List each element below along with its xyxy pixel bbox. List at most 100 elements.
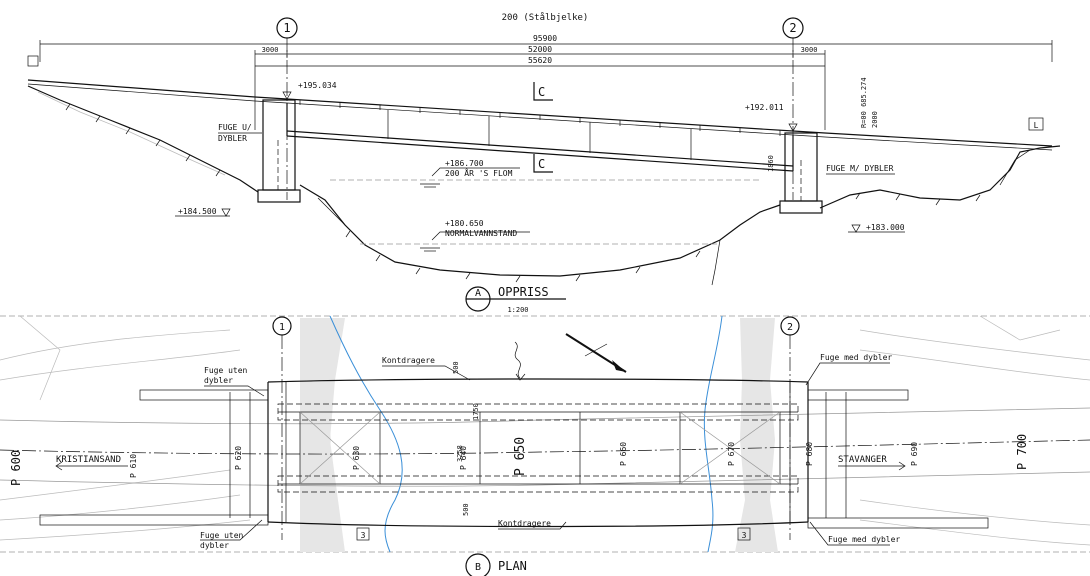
chainage-p670: P 670 — [727, 442, 736, 466]
svg-text:dybler: dybler — [200, 541, 229, 550]
svg-text:FUGE M/ DYBLER: FUGE M/ DYBLER — [826, 164, 894, 173]
svg-text:1: 1 — [279, 322, 285, 333]
svg-text:OPPRISS: OPPRISS — [498, 285, 549, 299]
svg-text:KRISTIANSAND: KRISTIANSAND — [56, 455, 121, 465]
river-bank-left — [329, 315, 403, 553]
svg-text:55620: 55620 — [528, 56, 552, 65]
svg-text:dybler: dybler — [204, 376, 233, 385]
note-kontdragere-top: Kontdragere — [382, 356, 471, 381]
box-3-left: 3 — [356, 527, 370, 541]
joint-note-left: FUGE U/ DYBLER — [218, 123, 262, 143]
level-right-deck: +192.011 — [745, 103, 798, 132]
svg-text:FUGE U/: FUGE U/ — [218, 123, 252, 132]
svg-text:B: B — [475, 562, 481, 573]
bank-hatch-right — [735, 318, 778, 552]
note-fuge-med-top: Fuge med dybler — [805, 353, 892, 386]
svg-text:A: A — [475, 288, 481, 299]
svg-text:Fuge uten: Fuge uten — [204, 366, 248, 375]
abutment-left — [257, 99, 301, 203]
svg-text:2: 2 — [789, 21, 796, 35]
svg-text:C: C — [538, 85, 545, 99]
view-title-elevation: A OPPRISS 1:200 — [465, 285, 566, 314]
abutment-right — [779, 132, 823, 214]
svg-text:NORMALVANNSTAND: NORMALVANNSTAND — [445, 229, 517, 238]
dim-500-bottom: 500 — [462, 503, 470, 516]
chainage-p600: P 600 — [9, 450, 23, 486]
svg-text:52000: 52000 — [528, 45, 552, 54]
flood-level: +186.700 200 ÅR 'S FLOM — [330, 159, 760, 188]
note-fuge-med-bottom: Fuge med dybler — [809, 521, 900, 546]
box-3-right: 3 — [737, 527, 751, 541]
chainage-p630: P 630 — [352, 446, 361, 470]
svg-text:95900: 95900 — [533, 34, 557, 43]
end-mark-left — [27, 55, 39, 67]
dim-500-top: 500 — [452, 361, 460, 374]
svg-text:3000: 3000 — [262, 46, 279, 54]
axis-marker-2: 2 — [782, 17, 804, 200]
top-caption: 200 (Stålbjelke) — [502, 12, 589, 23]
svg-text:+184.500: +184.500 — [178, 207, 217, 216]
direction-kristiansand: KRISTIANSAND — [55, 455, 128, 471]
svg-text:Fuge med dybler: Fuge med dybler — [820, 353, 892, 362]
elevation-view: 200 (Stålbjelke) 1 2 95900 3000 52000 — [27, 12, 1061, 314]
svg-text:Fuge uten: Fuge uten — [200, 531, 244, 540]
svg-text:Kontdragere: Kontdragere — [382, 356, 435, 365]
svg-text:2: 2 — [787, 322, 793, 333]
north-arrow-icon — [514, 333, 627, 381]
main-girders — [277, 403, 799, 493]
plan-axis-marker-2: 2 — [780, 316, 800, 540]
steel-girder: 1860 — [286, 103, 794, 172]
note-kontdragere-bottom: Kontdragere — [498, 519, 567, 530]
view-title-plan: B PLAN — [465, 553, 527, 576]
svg-text:C: C — [538, 157, 545, 171]
chainage-p610: P 610 — [129, 454, 138, 478]
chainage-p620: P 620 — [234, 446, 243, 470]
dim-1750: 1750 — [472, 403, 480, 420]
chainage-p650: P 650 — [513, 437, 528, 476]
contour-lines — [0, 315, 1090, 553]
svg-text:+186.700: +186.700 — [445, 159, 484, 168]
svg-text:+195.034: +195.034 — [298, 81, 337, 90]
radius-note-2: 2000 — [871, 111, 879, 128]
chainage-p700: P 700 — [1015, 434, 1029, 470]
svg-text:+192.011: +192.011 — [745, 103, 784, 112]
svg-text:3000: 3000 — [801, 46, 818, 54]
bank-hatch-left — [300, 318, 345, 552]
level-left-deck: +195.034 — [282, 81, 337, 100]
end-mark-right: L — [1028, 117, 1044, 131]
section-marker-top: C — [533, 82, 553, 101]
svg-text:200 ÅR 'S FLOM: 200 ÅR 'S FLOM — [445, 167, 513, 178]
svg-text:PLAN: PLAN — [498, 559, 527, 573]
axis-marker-1: 1 — [276, 17, 298, 200]
svg-text:3: 3 — [361, 531, 366, 540]
svg-text:1860: 1860 — [767, 155, 775, 172]
chainage-p680: P 680 — [805, 442, 814, 466]
dimension-spans: 3000 52000 3000 — [254, 45, 826, 130]
note-fuge-uten-bottom: Fuge uten dybler — [200, 519, 263, 550]
dimension-total: 95900 — [39, 34, 1053, 62]
plan-axis-marker-1: 1 — [272, 316, 292, 540]
svg-text:STAVANGER: STAVANGER — [838, 455, 887, 465]
svg-text:+183.000: +183.000 — [866, 223, 905, 232]
plan-view: 1 2 P 600 P 610 P 620 P 630 P 640 P 650 … — [0, 315, 1090, 576]
svg-text:Fuge med dybler: Fuge med dybler — [828, 535, 900, 544]
dimension-inner: 55620 — [255, 56, 825, 67]
level-left-ground: +184.500 — [175, 207, 231, 217]
bridge-deck — [27, 79, 1053, 151]
svg-text:DYBLER: DYBLER — [218, 134, 247, 143]
svg-text:L: L — [1034, 121, 1039, 130]
dim-3258: 3258 — [456, 445, 464, 462]
svg-text:3: 3 — [742, 531, 747, 540]
chainage-p640: P 640 — [459, 446, 468, 470]
joint-note-right: FUGE M/ DYBLER — [826, 164, 895, 175]
direction-stavanger: STAVANGER — [838, 455, 906, 471]
chainage-p690: P 690 — [910, 442, 919, 466]
svg-text:1:200: 1:200 — [507, 306, 528, 314]
terrain-profile — [27, 85, 1061, 286]
note-fuge-uten-top: Fuge uten dybler — [204, 366, 265, 397]
svg-text:Kontdragere: Kontdragere — [498, 519, 551, 528]
svg-text:1: 1 — [283, 21, 290, 35]
radius-note: R=00 685.274 — [860, 77, 868, 128]
river-bank-right — [703, 315, 723, 553]
